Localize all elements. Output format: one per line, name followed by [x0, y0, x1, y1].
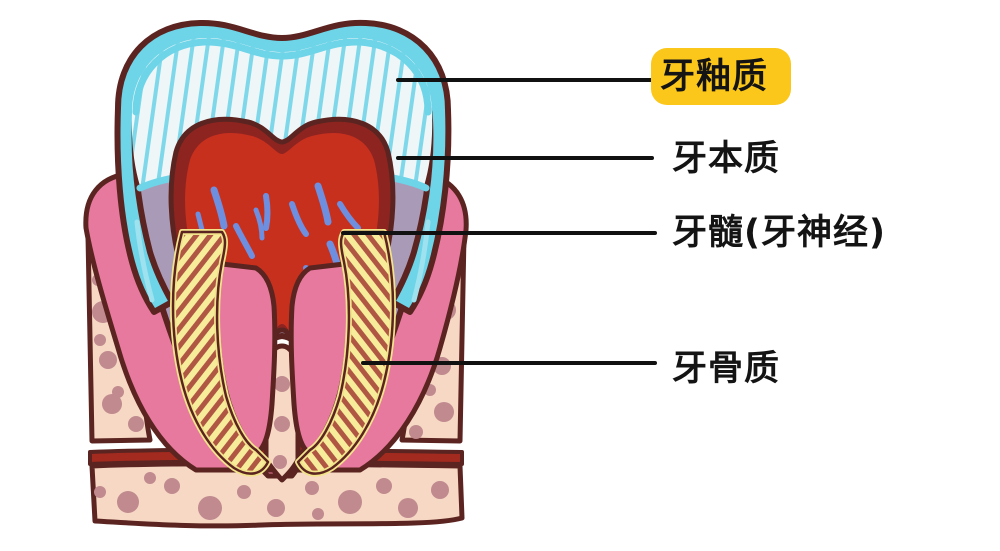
label-pulp[interactable]: 牙髓(牙神经): [672, 213, 886, 253]
spur-speckles: [273, 376, 290, 469]
label-enamel[interactable]: 牙釉质: [660, 57, 769, 97]
cementum-layer: [170, 229, 396, 477]
label-cementum[interactable]: 牙骨质: [672, 349, 781, 389]
label-dentin[interactable]: 牙本质: [672, 139, 781, 179]
leader-lines: [341, 78, 657, 365]
